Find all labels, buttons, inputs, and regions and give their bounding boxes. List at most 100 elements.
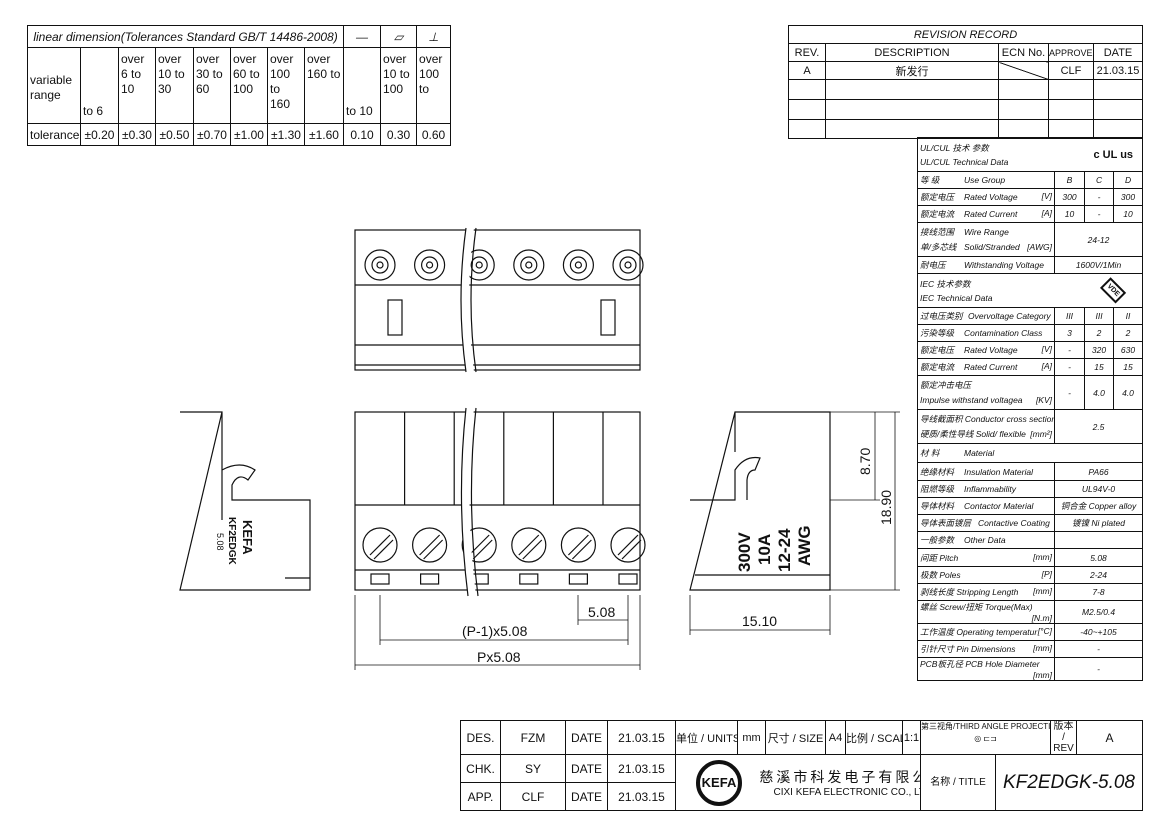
- row-label: Inflammability: [964, 484, 1016, 494]
- tolerance-cell: ±0.50: [155, 123, 194, 146]
- screw-hole: [619, 256, 637, 274]
- screw-head-top: [513, 249, 545, 281]
- row-cn: PCB板孔径: [920, 659, 963, 669]
- screw-head: [511, 527, 547, 563]
- screw-slot: [472, 539, 493, 560]
- dim-h1: 8.70: [857, 448, 873, 475]
- tolerance-cell: ±0.20: [80, 123, 119, 146]
- date-cell: 21.03.15: [1093, 61, 1143, 80]
- chk-date: 21.03.15: [607, 754, 676, 783]
- row-cn: 硬质/柔性导线: [920, 428, 974, 439]
- range-cell: over 160 to: [303, 47, 345, 124]
- scale-value: 1:1: [902, 720, 921, 755]
- screw-head: [461, 527, 497, 563]
- row-cn: 绝缘材料: [920, 466, 955, 477]
- row-label: Solid/Stranded: [964, 241, 1020, 252]
- screw-hole: [371, 256, 389, 274]
- row-unit: [°C]: [1037, 626, 1052, 636]
- date-label: DATE: [565, 782, 608, 811]
- screw-hole: [470, 256, 488, 274]
- kefa-logo: KEFA: [696, 759, 742, 806]
- row-label: Pitch: [939, 552, 959, 563]
- screw-slot: [571, 539, 592, 560]
- screw-head-top: [612, 249, 644, 281]
- scale-label: 比例 / SCALE: [845, 720, 903, 755]
- use-group-cn: 等 级: [920, 175, 940, 185]
- conductor-value: 2.5: [1053, 409, 1144, 444]
- row-label: Pin Dimensions: [956, 644, 1016, 654]
- marking-voltage: 300V: [735, 532, 754, 572]
- row-label: Contactive Coating: [978, 518, 1050, 528]
- section-cn: 一般参数: [920, 535, 955, 545]
- wire-entry: [568, 573, 589, 585]
- screw-head-top: [414, 249, 446, 281]
- ul-title-en: UL/CUL Technical Data: [920, 156, 1009, 167]
- dim-p-minus-1: (P-1)x5.08: [462, 623, 528, 639]
- screw-slot: [518, 534, 540, 556]
- row-label: Contamination Class: [964, 328, 1043, 338]
- row-cn: 耐电压: [920, 260, 946, 270]
- screw-head: [412, 527, 448, 563]
- screw-head: [362, 527, 398, 563]
- row-cn: 污染等级: [920, 328, 955, 338]
- value-cell: 300: [1113, 188, 1144, 206]
- value-cell: II: [1113, 307, 1144, 325]
- wire-entry: [420, 573, 440, 585]
- row-label: Wire Range: [964, 226, 1009, 237]
- company-name-en: CIXI KEFA ELECTRONIC CO., LTD: [773, 787, 921, 798]
- screw-slot: [522, 539, 543, 560]
- row-label: Conductor cross section: [964, 413, 1055, 424]
- tolerance-cell: 0.10: [343, 123, 382, 146]
- des-label: DES.: [460, 720, 501, 755]
- approver: CLF: [500, 782, 566, 811]
- dim-width: 15.10: [742, 613, 777, 629]
- third-angle-projection-icon: ◎ ⊏⊐: [974, 734, 997, 743]
- screw-center: [426, 261, 434, 269]
- range-cell: over 60 to 100: [230, 47, 268, 124]
- screw-head-top: [562, 249, 595, 281]
- row-cn: 引针尺寸: [920, 644, 955, 654]
- title-label: 名称 / TITLE: [920, 754, 996, 811]
- row-label: Operating temperatur: [956, 627, 1038, 637]
- screw-slot: [468, 534, 490, 556]
- row-unit: [mm]: [1033, 643, 1052, 653]
- row-unit: [V]: [1041, 344, 1052, 354]
- row-unit: [N.m]: [1031, 613, 1052, 623]
- screw-center: [574, 261, 583, 269]
- marking-awg: AWG: [795, 525, 814, 566]
- row-unit: [AWG]: [1027, 241, 1052, 252]
- row-cn: 过电压类别: [920, 311, 963, 321]
- iec-title-en: IEC Technical Data: [920, 292, 993, 303]
- title-block: DES. FZM DATE 21.03.15 单位 / UNITS mm 尺寸 …: [460, 720, 1144, 811]
- row-cn: 阻燃等级: [920, 484, 955, 494]
- row-cn: 单/多芯线: [920, 241, 957, 252]
- left-marking-model: KF2EDGK: [226, 517, 237, 566]
- screw-slot: [369, 534, 391, 556]
- rev-value: A: [1076, 720, 1144, 755]
- screw-head-top: [364, 249, 396, 281]
- range-cell: over 100 to: [416, 47, 452, 124]
- row-cn: 工作温度: [920, 627, 955, 637]
- des-date: 21.03.15: [607, 720, 676, 755]
- screw-hole: [520, 256, 538, 274]
- row-cn: 剥线长度: [920, 587, 955, 597]
- screw-head: [560, 527, 597, 563]
- range-cell: to 10: [343, 47, 382, 124]
- section-label: Other Data: [964, 535, 1006, 545]
- row-label: Rated Voltage: [964, 192, 1018, 202]
- app-date: 21.03.15: [607, 782, 676, 811]
- tolerance-cell: ±1.30: [267, 123, 305, 146]
- marking-awg-range: 12-24: [775, 528, 794, 572]
- row-cn: 导体表面镀层: [920, 518, 972, 528]
- screw-hole: [569, 256, 588, 274]
- screw-center: [475, 261, 483, 269]
- marking-current: 10A: [755, 534, 774, 565]
- section-label: Material: [964, 448, 995, 458]
- dim-pitch: 5.08: [588, 604, 615, 620]
- section-cn: 材 料: [920, 448, 940, 458]
- row-label: Stripping Length: [956, 587, 1019, 597]
- dim-p: Px5.08: [477, 649, 521, 665]
- row-cn: 导体材料: [920, 501, 955, 511]
